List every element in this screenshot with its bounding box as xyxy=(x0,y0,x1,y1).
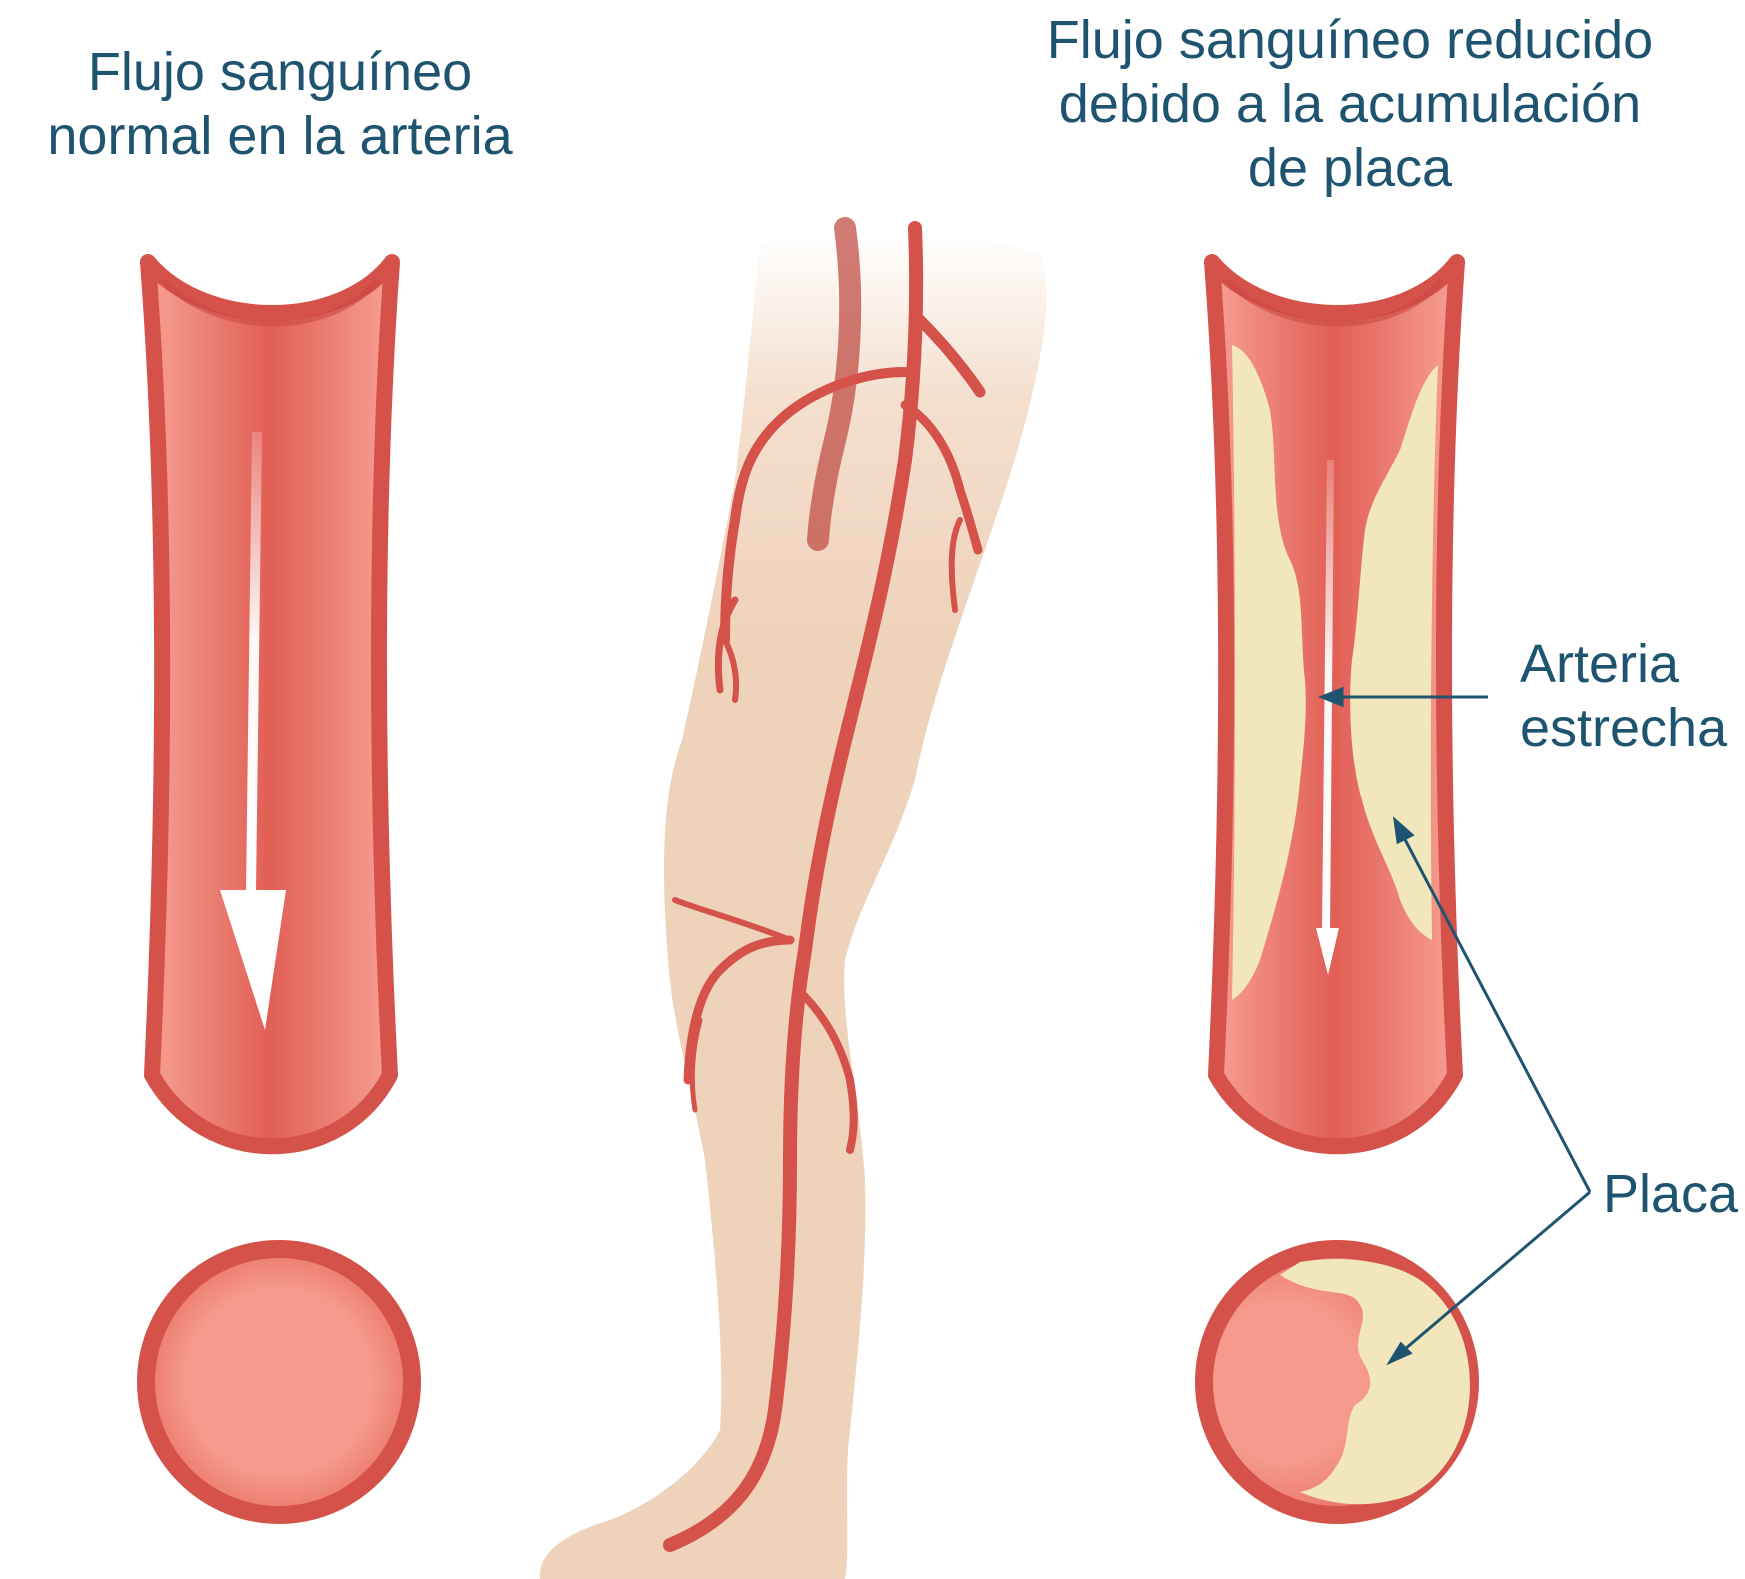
label-plaque: Placa xyxy=(1603,1162,1738,1226)
label-narrow-artery: Arteria estrecha xyxy=(1520,632,1727,760)
blocked-artery xyxy=(1212,262,1457,1146)
label-narrow-artery-line-2: estrecha xyxy=(1520,696,1727,760)
blocked-artery-cross-section xyxy=(1204,1249,1470,1515)
healthy-artery xyxy=(148,262,392,1146)
healthy-artery-cross-section xyxy=(146,1249,412,1515)
label-narrow-artery-line-1: Arteria xyxy=(1520,632,1727,696)
leg-arteries-illustration xyxy=(540,228,1047,1579)
